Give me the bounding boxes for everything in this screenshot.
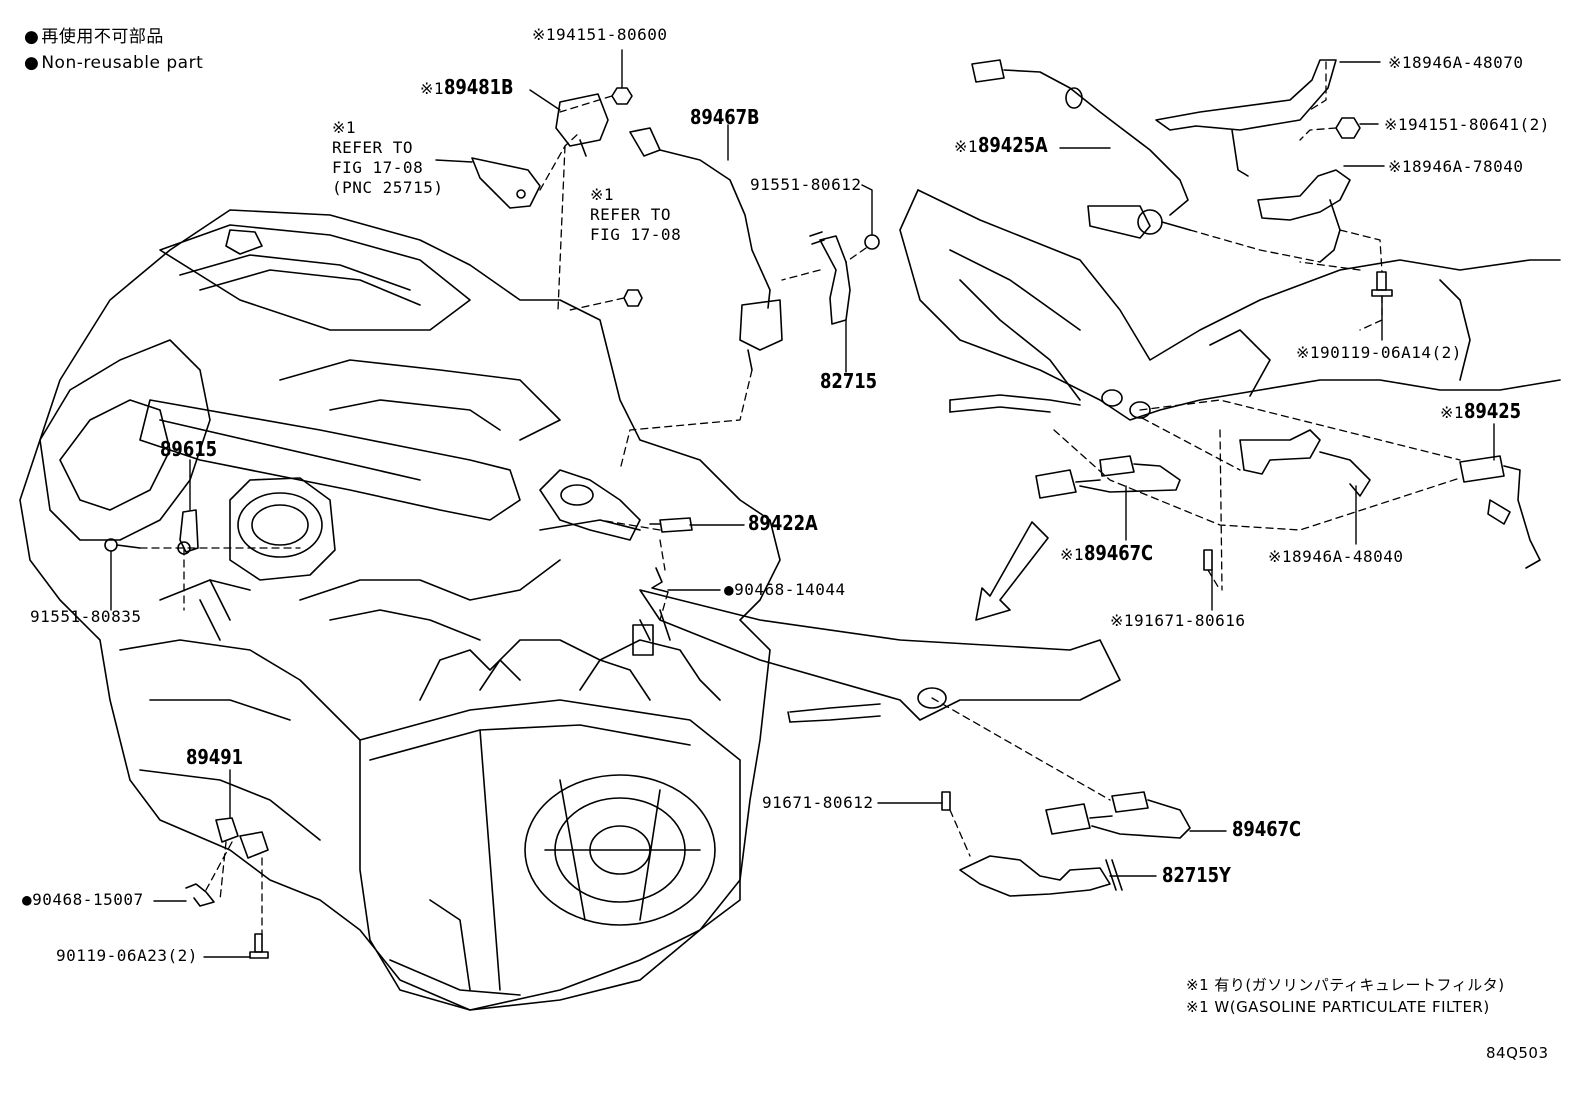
refer-note-1: ※1 REFER TO FIG 17-08 (PNC 25715)	[332, 118, 443, 198]
refer-note-mark: ※1	[590, 185, 615, 204]
refer-note-line: FIG 17-08	[332, 158, 424, 177]
part-mark: ※1	[1388, 157, 1413, 176]
part-number: 8946A-48040	[1292, 547, 1404, 566]
part-mark: ※1	[1110, 611, 1135, 630]
refer-note-2: ※1 REFER TO FIG 17-08	[590, 185, 681, 245]
part-number: 89615	[160, 437, 218, 461]
part-number: 90468-15007	[32, 890, 144, 909]
part-number: 82715	[820, 369, 878, 393]
part-callout-94151-80641[interactable]: ※194151-80641(2)	[1384, 116, 1550, 134]
part-mark: ※1	[1268, 547, 1293, 566]
part-callout-89425A[interactable]: ※189425A	[954, 133, 1063, 157]
part-callout-89467C[interactable]: 89467C	[1232, 817, 1316, 841]
part-callout-89467B[interactable]: 89467B	[690, 105, 775, 129]
part-number: 90119-06A14(2)	[1320, 343, 1462, 362]
part-mark: ※1	[420, 79, 445, 98]
legend-label-en: Non-reusable part	[41, 53, 204, 73]
part-callout-90468-14044[interactable]: ●90468-14044	[724, 581, 846, 599]
part-mark: ※1	[532, 25, 557, 44]
footnote-en: ※1 W(GASOLINE PARTICULATE FILTER)	[1186, 998, 1490, 1016]
part-mark: ※1	[1440, 403, 1465, 422]
part-number: 91551-80835	[30, 607, 142, 626]
part-callout-89467C-gpf[interactable]: ※189467C	[1060, 541, 1168, 565]
part-number: 90468-14044	[734, 580, 846, 599]
non-reusable-mark: ●	[724, 580, 735, 599]
part-mark: ※1	[1060, 545, 1085, 564]
part-number: 8946A-78040	[1412, 157, 1524, 176]
part-callout-90468-15007[interactable]: ●90468-15007	[22, 891, 144, 909]
part-number: 94151-80600	[556, 25, 668, 44]
refer-note-mark: ※1	[332, 118, 357, 137]
dashed-reference-lines	[139, 61, 1461, 935]
legend-label-jp: 再使用不可部品	[41, 27, 164, 47]
part-callout-8946A-48040[interactable]: ※18946A-48040	[1268, 548, 1404, 566]
figure-code: 84Q503	[1486, 1044, 1549, 1062]
part-number: 89422A	[748, 511, 818, 535]
part-callout-91551-80835[interactable]: 91551-80835	[30, 608, 141, 626]
part-number: 91671-80612	[762, 793, 874, 812]
downstream-sensor-parts-drawing	[1035, 429, 1541, 571]
part-callout-89425[interactable]: ※189425	[1440, 399, 1534, 423]
part-number: 89467B	[690, 105, 760, 129]
part-number: 89425	[1464, 399, 1522, 423]
upstream-sensor-parts-drawing	[971, 59, 1393, 297]
part-number: 91551-80612	[750, 175, 862, 194]
refer-note-line: FIG 17-08	[590, 225, 682, 244]
part-number: 89467C	[1232, 817, 1302, 841]
part-callout-8946A-48070[interactable]: ※18946A-48070	[1388, 54, 1524, 72]
catalytic-converter-drawing	[899, 189, 1561, 421]
part-callout-90119-06A14[interactable]: ※190119-06A14(2)	[1296, 344, 1462, 362]
part-mark: ※1	[1388, 53, 1413, 72]
engine-assembly-drawing	[19, 209, 781, 1011]
part-number: 89491	[186, 745, 244, 769]
part-callout-94151-80600[interactable]: ※194151-80600	[532, 26, 668, 44]
legend-line-jp: 再使用不可部品	[24, 28, 164, 46]
part-number: 8946A-48070	[1412, 53, 1524, 72]
part-callout-89481B[interactable]: ※189481B	[420, 75, 529, 99]
part-number: 90119-06A23(2)	[56, 946, 198, 965]
part-callout-91671-80612[interactable]: 91671-80612	[762, 794, 873, 812]
refer-note-line: REFER TO	[590, 205, 672, 224]
part-mark: ※1	[954, 137, 979, 156]
part-callout-89491[interactable]: 89491	[186, 745, 256, 769]
refer-note-line: REFER TO	[332, 138, 414, 157]
refer-note-line: (PNC 25715)	[332, 178, 444, 197]
part-number: 82715Y	[1162, 863, 1231, 887]
part-callout-82715Y[interactable]: 82715Y	[1162, 863, 1246, 887]
part-callout-90119-06A23[interactable]: 90119-06A23(2)	[56, 947, 198, 965]
part-callout-89615[interactable]: 89615	[160, 437, 230, 461]
part-callout-82715[interactable]: 82715	[820, 369, 890, 393]
part-mark: ※1	[1384, 115, 1409, 134]
part-callout-89422A[interactable]: 89422A	[748, 511, 833, 535]
part-callout-91551-80612[interactable]: 91551-80612	[750, 176, 861, 194]
non-reusable-mark: ●	[22, 890, 33, 909]
part-number: 94151-80641(2)	[1408, 115, 1550, 134]
footnote-jp: ※1 有り(ガソリンパティキュレートフィルタ)	[1186, 976, 1505, 994]
part-number: 89481B	[444, 75, 514, 99]
part-number: 91671-80616	[1134, 611, 1246, 630]
front-exhaust-pipe-drawing	[639, 521, 1121, 723]
lower-right-sensor-parts-drawing	[941, 791, 1191, 897]
part-callout-91671-80616[interactable]: ※191671-80616	[1110, 612, 1246, 630]
part-number: 89467C	[1084, 541, 1154, 565]
part-number: 89425A	[978, 133, 1048, 157]
part-callout-8946A-78040[interactable]: ※18946A-78040	[1388, 158, 1524, 176]
part-mark: ※1	[1296, 343, 1321, 362]
leader-lines	[110, 49, 1495, 958]
legend-line-en: Non-reusable part	[24, 54, 203, 72]
